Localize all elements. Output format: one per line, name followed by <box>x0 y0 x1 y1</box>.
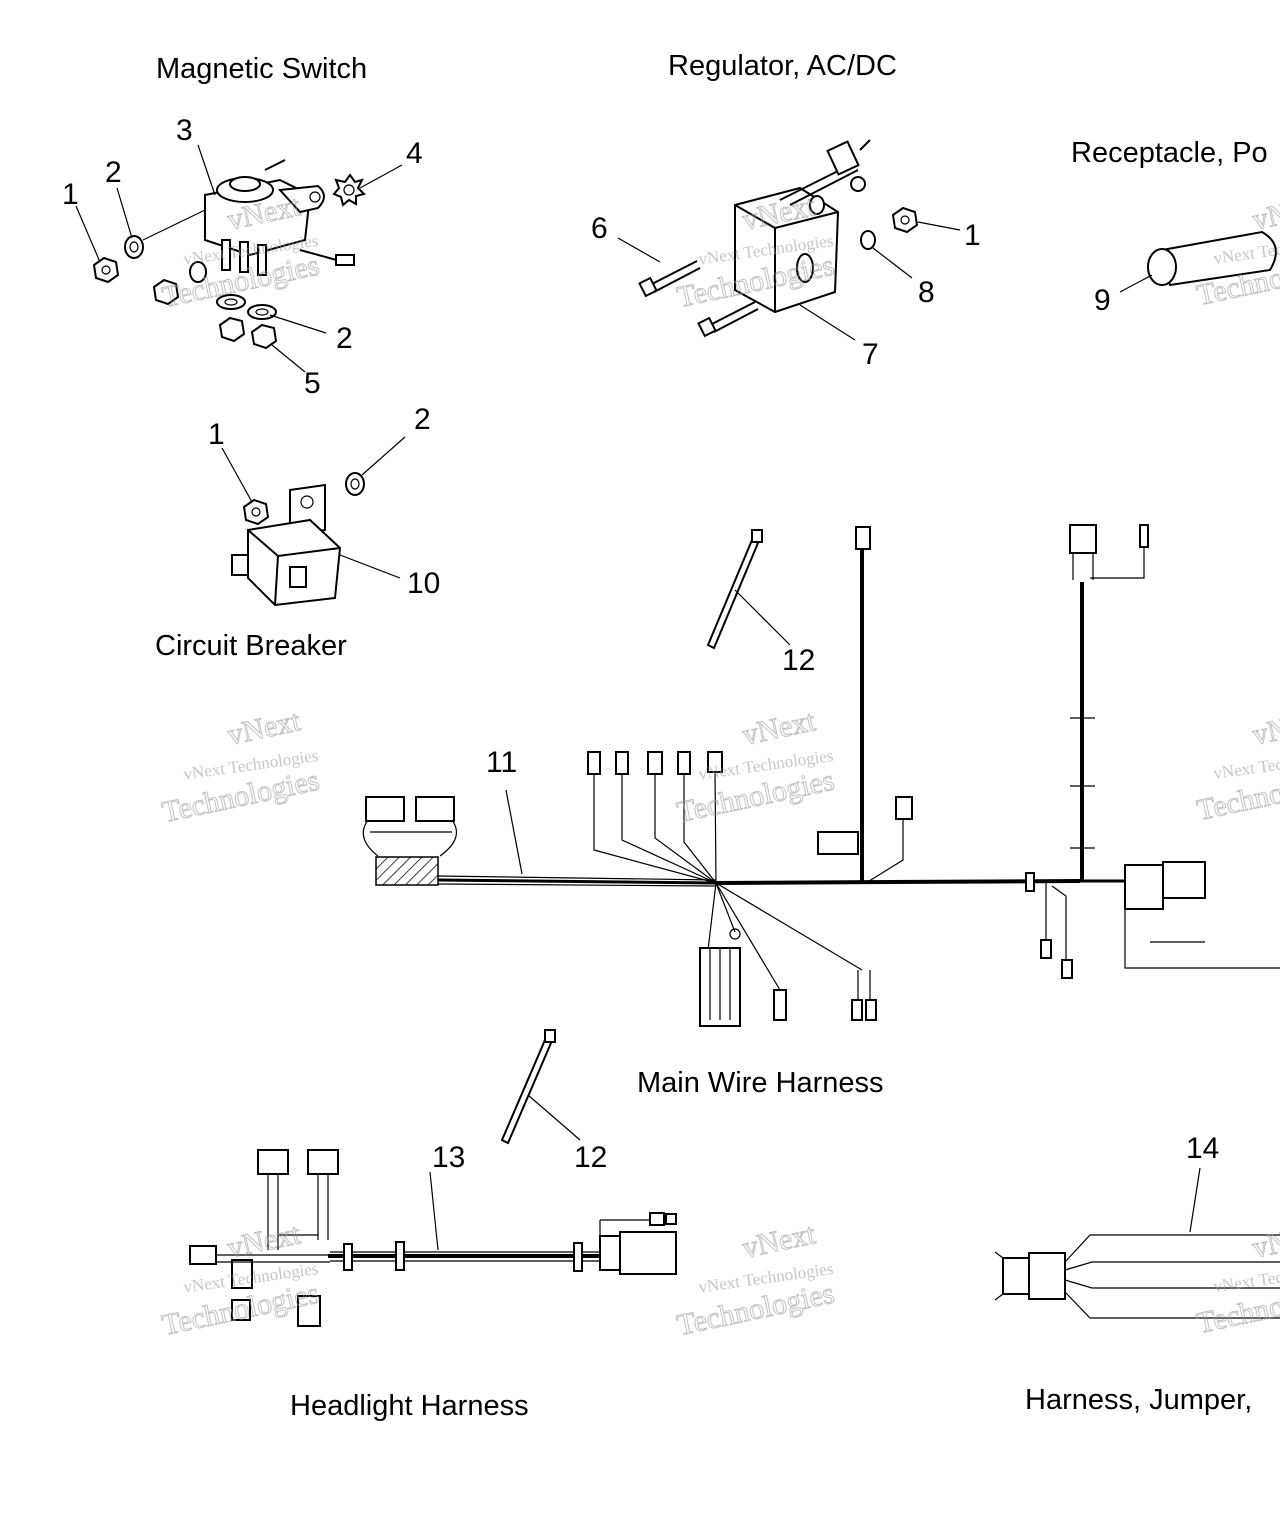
callout-reg-7: 7 <box>862 338 879 371</box>
callout-tie-12a: 12 <box>782 644 815 677</box>
receptacle-title: Receptacle, Po <box>1071 137 1268 169</box>
callout-cb-10: 10 <box>407 567 440 600</box>
callout-ms-4: 4 <box>406 137 423 170</box>
cable-tie-lower-drawing <box>500 1029 581 1145</box>
callout-rec-9: 9 <box>1094 284 1111 317</box>
svg-text:vNext: vNext <box>1250 1217 1280 1265</box>
regulator-title: Regulator, AC/DC <box>668 50 897 82</box>
callout-reg-8: 8 <box>918 276 935 309</box>
callout-reg-1: 1 <box>964 219 981 252</box>
callout-ms-1: 1 <box>62 178 79 211</box>
svg-text:vNext Technologies: vNext Technologies <box>1212 745 1280 783</box>
svg-text:vNext: vNext <box>740 704 819 752</box>
headlight-harness-drawing <box>189 1149 677 1327</box>
harness-jumper-drawing <box>994 1167 1280 1319</box>
svg-text:vNext: vNext <box>1250 189 1280 237</box>
callout-cb-1: 1 <box>208 418 225 451</box>
magnetic-switch-drawing <box>75 144 403 373</box>
main-wire-harness-title: Main Wire Harness <box>637 1067 884 1099</box>
callout-ms-3: 3 <box>176 114 193 147</box>
callout-cb-2: 2 <box>414 403 431 436</box>
callout-ms-2: 2 <box>105 156 122 189</box>
svg-text:vNext Technologies: vNext Technologies <box>1212 1258 1280 1296</box>
callout-tie-12b: 12 <box>574 1141 607 1174</box>
regulator-drawing <box>617 139 961 341</box>
svg-text:vNext: vNext <box>225 704 304 752</box>
callout-hj-14: 14 <box>1186 1132 1219 1165</box>
circuit-breaker-title: Circuit Breaker <box>155 630 347 662</box>
main-wire-harness-drawing <box>362 524 1280 1027</box>
callout-hh-13: 13 <box>432 1141 465 1174</box>
svg-text:vNext: vNext <box>740 1217 819 1265</box>
circuit-breaker-drawing <box>221 436 406 607</box>
magnetic-switch-title: Magnetic Switch <box>156 53 367 85</box>
cable-tie-drawing <box>706 529 791 650</box>
harness-jumper-title: Harness, Jumper, <box>1025 1384 1252 1416</box>
callout-ms-2b: 2 <box>336 322 353 355</box>
callout-mwh-11: 11 <box>486 746 517 779</box>
headlight-harness-title: Headlight Harness <box>290 1390 529 1422</box>
receptacle-drawing <box>1119 230 1277 293</box>
svg-text:vNext: vNext <box>1250 704 1280 752</box>
callout-reg-6: 6 <box>591 212 608 245</box>
svg-text:vNext: vNext <box>225 1217 304 1265</box>
callout-ms-5: 5 <box>304 367 321 400</box>
